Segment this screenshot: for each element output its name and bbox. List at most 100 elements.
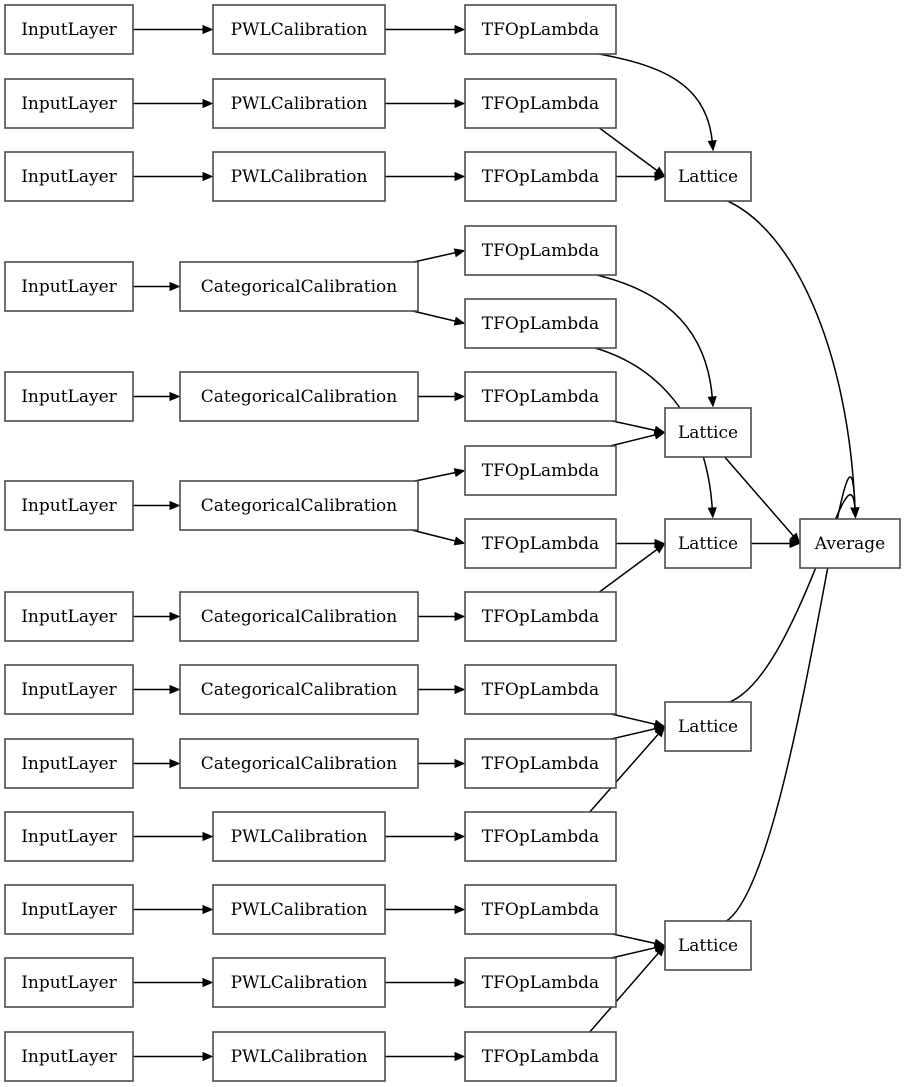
node-tfop-lambda-lam6[interactable]: TFOpLambda <box>464 371 617 422</box>
arrowhead-icon <box>453 248 466 258</box>
node-tfop-lambda-lam10[interactable]: TFOpLambda <box>464 664 617 715</box>
node-tfop-lambda-lam9[interactable]: TFOpLambda <box>464 591 617 642</box>
node-tfop-lambda-lam12[interactable]: TFOpLambda <box>464 811 617 862</box>
node-input-layer-in11[interactable]: InputLayer <box>4 884 134 935</box>
node-box[interactable] <box>664 920 752 971</box>
node-categorical-calibration-cal5[interactable]: CategoricalCalibration <box>179 371 419 422</box>
node-input-layer-in4[interactable]: InputLayer <box>4 261 134 312</box>
arrowhead-icon <box>169 391 181 402</box>
node-tfop-lambda-lam8[interactable]: TFOpLambda <box>464 518 617 569</box>
node-box[interactable] <box>212 811 386 862</box>
node-box[interactable] <box>212 4 386 55</box>
node-tfop-lambda-lam5[interactable]: TFOpLambda <box>464 298 617 349</box>
node-box[interactable] <box>464 445 617 496</box>
node-input-layer-in12[interactable]: InputLayer <box>4 957 134 1008</box>
node-box[interactable] <box>4 4 134 55</box>
node-categorical-calibration-cal9[interactable]: CategoricalCalibration <box>179 738 419 789</box>
node-tfop-lambda-lam3[interactable]: TFOpLambda <box>464 151 617 202</box>
node-input-layer-in3[interactable]: InputLayer <box>4 151 134 202</box>
node-input-layer-in10[interactable]: InputLayer <box>4 811 134 862</box>
node-box[interactable] <box>4 884 134 935</box>
node-input-layer-in9[interactable]: InputLayer <box>4 738 134 789</box>
node-pwlcalibration-cal13[interactable]: PWLCalibration <box>212 1031 386 1082</box>
node-box[interactable] <box>4 151 134 202</box>
node-box[interactable] <box>799 518 901 569</box>
node-box[interactable] <box>464 738 617 789</box>
node-tfop-lambda-lam14[interactable]: TFOpLambda <box>464 957 617 1008</box>
node-box[interactable] <box>179 480 419 531</box>
node-tfop-lambda-lam13[interactable]: TFOpLambda <box>464 884 617 935</box>
node-pwlcalibration-cal12[interactable]: PWLCalibration <box>212 957 386 1008</box>
node-box[interactable] <box>212 78 386 129</box>
node-box[interactable] <box>664 151 752 202</box>
node-input-layer-in8[interactable]: InputLayer <box>4 664 134 715</box>
node-box[interactable] <box>4 261 134 312</box>
node-box[interactable] <box>464 811 617 862</box>
node-tfop-lambda-lam4[interactable]: TFOpLambda <box>464 225 617 276</box>
node-lattice-lat1[interactable]: Lattice <box>664 151 752 202</box>
node-tfop-lambda-lam2[interactable]: TFOpLambda <box>464 78 617 129</box>
node-box[interactable] <box>464 151 617 202</box>
node-box[interactable] <box>4 78 134 129</box>
node-tfop-lambda-lam7[interactable]: TFOpLambda <box>464 445 617 496</box>
node-box[interactable] <box>4 811 134 862</box>
edge-lam1-to-lat1 <box>587 51 714 143</box>
arrowhead-icon <box>202 24 214 35</box>
node-tfop-lambda-lam11[interactable]: TFOpLambda <box>464 738 617 789</box>
node-categorical-calibration-cal8[interactable]: CategoricalCalibration <box>179 664 419 715</box>
node-categorical-calibration-cal7[interactable]: CategoricalCalibration <box>179 591 419 642</box>
node-categorical-calibration-cal4[interactable]: CategoricalCalibration <box>179 261 419 312</box>
node-box[interactable] <box>212 151 386 202</box>
node-tfop-lambda-lam15[interactable]: TFOpLambda <box>464 1031 617 1082</box>
node-lattice-lat5[interactable]: Lattice <box>664 920 752 971</box>
edge-lat5-to-avg <box>722 476 856 924</box>
node-box[interactable] <box>179 664 419 715</box>
node-pwlcalibration-cal2[interactable]: PWLCalibration <box>212 78 386 129</box>
node-box[interactable] <box>464 884 617 935</box>
node-lattice-lat4[interactable]: Lattice <box>664 701 752 752</box>
node-input-layer-in5[interactable]: InputLayer <box>4 371 134 422</box>
node-tfop-lambda-lam1[interactable]: TFOpLambda <box>464 4 617 55</box>
node-box[interactable] <box>464 518 617 569</box>
node-pwlcalibration-cal11[interactable]: PWLCalibration <box>212 884 386 935</box>
node-box[interactable] <box>464 664 617 715</box>
node-box[interactable] <box>464 591 617 642</box>
node-box[interactable] <box>179 738 419 789</box>
arrowhead-icon <box>454 24 466 35</box>
node-box[interactable] <box>4 480 134 531</box>
node-box[interactable] <box>4 1031 134 1082</box>
node-box[interactable] <box>212 957 386 1008</box>
node-box[interactable] <box>464 225 617 276</box>
node-box[interactable] <box>464 298 617 349</box>
node-box[interactable] <box>664 701 752 752</box>
node-box[interactable] <box>212 1031 386 1082</box>
node-pwlcalibration-cal10[interactable]: PWLCalibration <box>212 811 386 862</box>
node-box[interactable] <box>4 957 134 1008</box>
node-box[interactable] <box>4 591 134 642</box>
node-box[interactable] <box>464 4 617 55</box>
node-box[interactable] <box>4 664 134 715</box>
node-box[interactable] <box>464 78 617 129</box>
node-lattice-lat2[interactable]: Lattice <box>664 407 752 458</box>
node-box[interactable] <box>4 371 134 422</box>
node-box[interactable] <box>212 884 386 935</box>
node-box[interactable] <box>464 957 617 1008</box>
node-input-layer-in13[interactable]: InputLayer <box>4 1031 134 1082</box>
node-input-layer-in2[interactable]: InputLayer <box>4 78 134 129</box>
node-average-avg[interactable]: Average <box>799 518 901 569</box>
node-box[interactable] <box>4 738 134 789</box>
node-lattice-lat3[interactable]: Lattice <box>664 518 752 569</box>
node-input-layer-in1[interactable]: InputLayer <box>4 4 134 55</box>
node-categorical-calibration-cal6[interactable]: CategoricalCalibration <box>179 480 419 531</box>
node-box[interactable] <box>464 371 617 422</box>
node-box[interactable] <box>664 407 752 458</box>
node-box[interactable] <box>464 1031 617 1082</box>
node-pwlcalibration-cal1[interactable]: PWLCalibration <box>212 4 386 55</box>
node-box[interactable] <box>179 261 419 312</box>
node-input-layer-in7[interactable]: InputLayer <box>4 591 134 642</box>
node-box[interactable] <box>179 371 419 422</box>
node-box[interactable] <box>664 518 752 569</box>
node-box[interactable] <box>179 591 419 642</box>
node-input-layer-in6[interactable]: InputLayer <box>4 480 134 531</box>
node-pwlcalibration-cal3[interactable]: PWLCalibration <box>212 151 386 202</box>
